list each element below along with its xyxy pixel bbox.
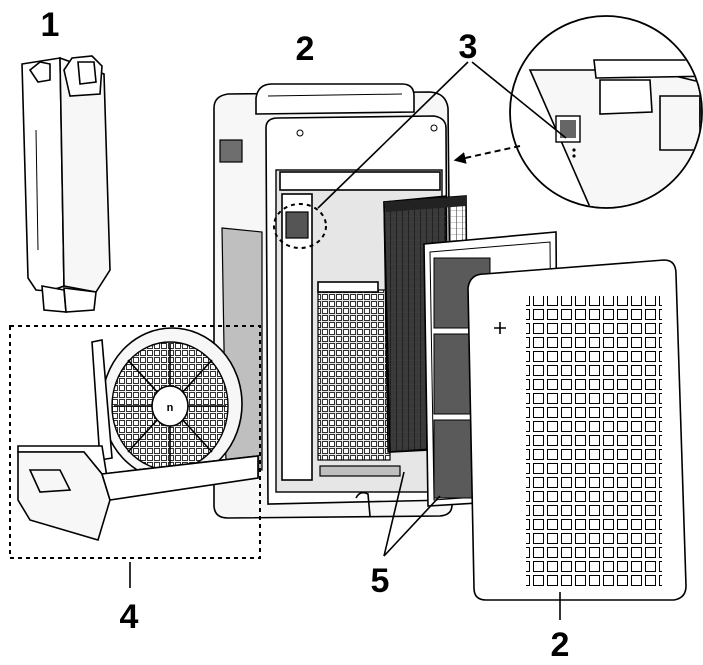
leader-lines	[129, 61, 567, 620]
humidifying-tray: n	[9, 325, 261, 559]
sensor-detail-magnifier	[453, 15, 703, 209]
callout-filters: 5	[371, 562, 390, 600]
callout-back-panel-bottom: 2	[551, 626, 570, 664]
back-panel	[467, 259, 687, 601]
callout-back-panel-top: 2	[296, 30, 315, 68]
svg-text:n: n	[167, 402, 174, 414]
callout-water-tank: 1	[41, 6, 60, 44]
water-tank	[21, 55, 111, 313]
callout-humidifying-tray: 4	[120, 598, 139, 636]
callout-sensor: 3	[459, 28, 478, 66]
